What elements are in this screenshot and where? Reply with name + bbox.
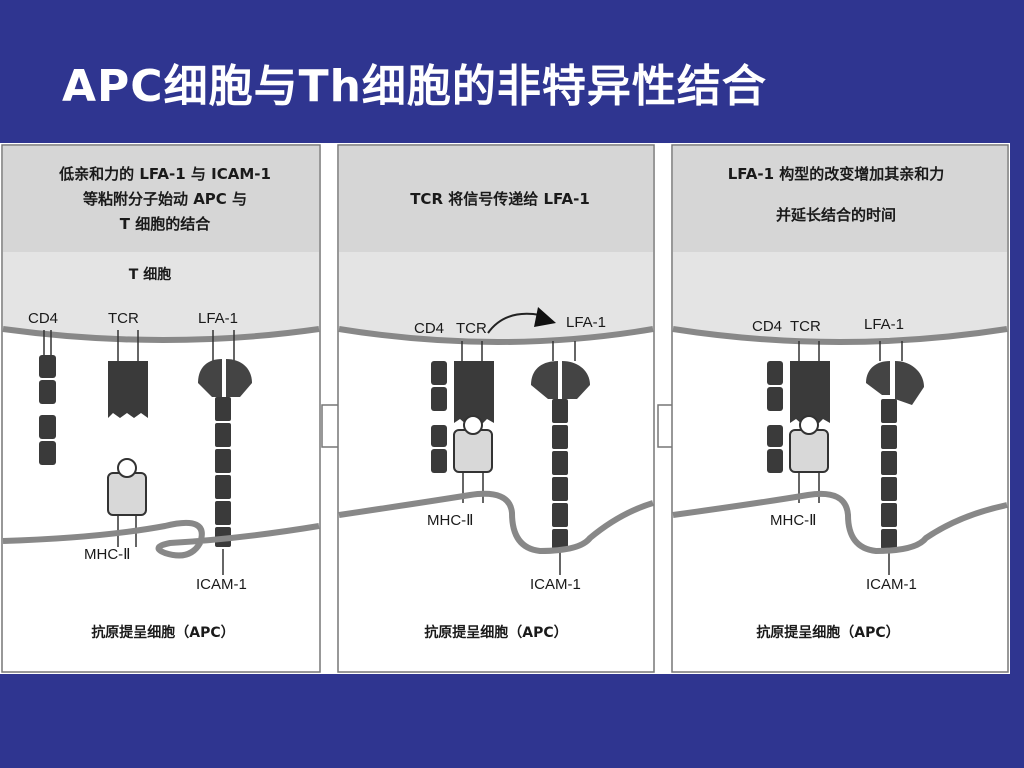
panel-3-mhc-molecule [789, 415, 829, 503]
panel-2-tcr-label: TCR [456, 320, 487, 337]
panel-3-tcr-molecule [790, 341, 830, 425]
panel-1-apc-label: 抗原提呈细胞（APC） [91, 624, 234, 641]
panel-2-tcr-molecule [454, 341, 494, 425]
panel-1-apc-membrane [2, 519, 320, 559]
panel-3-t-cell [673, 252, 1007, 342]
panel-3-apc-label: 抗原提呈细胞（APC） [756, 624, 899, 641]
panel-3-icam-molecule [881, 399, 897, 575]
panel-2-apc-label: 抗原提呈细胞（APC） [424, 624, 567, 641]
panel-1-t-cell-label: T 细胞 [129, 266, 171, 283]
panel-1-tcr-molecule [108, 330, 148, 418]
panel-3-tcr-label: TCR [790, 318, 821, 335]
panel-3-mhc-label: MHC-Ⅱ [770, 512, 817, 529]
panel-2-t-cell-membrane [338, 326, 654, 345]
panel-2-header-line-1: TCR 将信号传递给 LFA-1 [410, 190, 590, 208]
panel-1-mhc-label: MHC-Ⅱ [84, 546, 131, 563]
panel-2-cd4-molecule [431, 361, 447, 473]
panel-2-lfa1-molecule [531, 341, 590, 399]
panel-1-tcr-label: TCR [108, 310, 139, 327]
panel-2-t-cell [339, 252, 653, 342]
panel-1-header-line-1: 低亲和力的 LFA-1 与 ICAM-1 [58, 165, 271, 183]
panel-1-cd4-molecule [39, 330, 56, 465]
panel-3-cd4-label: CD4 [752, 318, 782, 335]
panel-3-icam-label: ICAM-1 [866, 576, 917, 593]
panel-3-header-line-1: LFA-1 构型的改变增加其亲和力 [728, 165, 945, 183]
panel-1-icam-label: ICAM-1 [196, 576, 247, 593]
panel-2-icam-label: ICAM-1 [530, 576, 581, 593]
panel-1-t-cell [3, 252, 319, 340]
panel-3-t-cell-membrane [672, 326, 1008, 345]
panel-2-apc-membrane [338, 490, 654, 555]
panel-2-header [339, 146, 653, 252]
panel-1-lfa1-label: LFA-1 [198, 310, 238, 327]
panel-1: 低亲和力的 LFA-1 与 ICAM-1 等粘附分子始动 APC 与 T 细胞的… [1, 144, 321, 673]
panel-1-header [3, 146, 319, 252]
panel-2: TCR 将信号传递给 LFA-1 CD4 TCR LFA-1 MHC-Ⅱ [337, 144, 655, 673]
panel-2-lfa1-label: LFA-1 [566, 314, 606, 331]
panel-3-lfa1-molecule [866, 341, 924, 405]
panel-2-cd4-label: CD4 [414, 320, 444, 337]
panel-3-lfa1-label: LFA-1 [864, 316, 904, 333]
panel-3-header [673, 146, 1007, 252]
triangle-arrowhead-icon [534, 307, 556, 327]
panel-3-header-line-2: 并延长结合的时间 [776, 206, 896, 224]
panel-1-cd4-label: CD4 [28, 310, 58, 327]
panel-2-mhc-label: MHC-Ⅱ [427, 512, 474, 529]
binding-diagram: 低亲和力的 LFA-1 与 ICAM-1 等粘附分子始动 APC 与 T 细胞的… [0, 143, 1010, 674]
panel-1-lfa1-molecule [198, 330, 252, 397]
panel-2-icam-molecule [552, 399, 568, 575]
panel-1-t-cell-membrane [2, 326, 320, 343]
panel-2-signal-arrow [487, 312, 541, 334]
panel-3: LFA-1 构型的改变增加其亲和力 并延长结合的时间 CD4 TCR LFA-1… [671, 144, 1009, 673]
panel-3-cd4-molecule [767, 361, 783, 473]
panel-2-mhc-molecule [453, 415, 493, 503]
panel-1-header-line-2: 等粘附分子始动 APC 与 [83, 190, 247, 208]
slide-title: APC细胞与Th细胞的非特异性结合 [62, 61, 767, 112]
panel-3-apc-membrane [672, 491, 1008, 555]
panel-1-header-line-3: T 细胞的结合 [120, 215, 211, 233]
